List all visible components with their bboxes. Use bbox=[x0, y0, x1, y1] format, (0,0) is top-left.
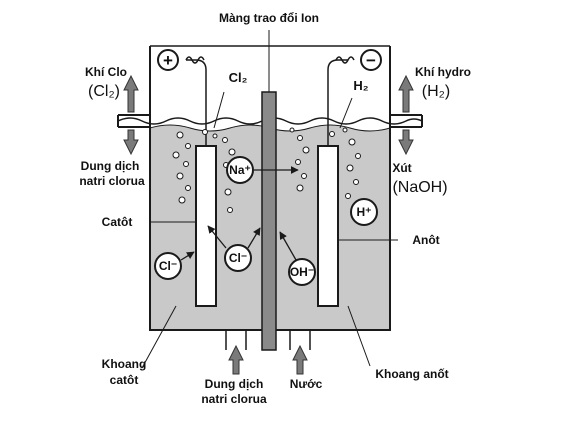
cathode-label: Catôt bbox=[102, 215, 133, 229]
ion-exchange-membrane bbox=[261, 30, 277, 351]
brine-in-label-line1: Dung dịch bbox=[205, 377, 264, 391]
ion-cl-center: Cl⁻ bbox=[224, 244, 252, 272]
cl-center-arrow-up bbox=[247, 227, 261, 249]
hydrogen-gas-label: Khí hydro bbox=[415, 65, 471, 79]
brine-out-label-line1: Dung dịch bbox=[81, 159, 140, 173]
cathode-chamber-label-line2: catôt bbox=[110, 373, 139, 387]
anode-chamber-label: Khoang anốt bbox=[375, 367, 448, 381]
svg-text:Cl⁻: Cl⁻ bbox=[159, 259, 177, 273]
svg-text:H⁺: H⁺ bbox=[357, 205, 372, 219]
leader-lines bbox=[141, 91, 398, 369]
caustic-out-arrow bbox=[398, 129, 414, 156]
chlorine-formula-label: (Cl₂) bbox=[88, 83, 120, 100]
oh-arrow bbox=[279, 231, 297, 261]
negative-wire bbox=[327, 59, 348, 146]
negative-terminal: − bbox=[360, 49, 382, 71]
positive-sign: + bbox=[163, 51, 173, 70]
ion-h: H⁺ bbox=[350, 198, 378, 226]
cl2-electrode-label: Cl₂ bbox=[229, 70, 248, 85]
chlorine-out-arrow bbox=[123, 74, 139, 113]
chlorine-gas-label: Khí Clo bbox=[85, 65, 127, 79]
svg-text:Cl⁻: Cl⁻ bbox=[229, 251, 247, 265]
brine-out-label-line2: natri clorua bbox=[79, 174, 145, 188]
cathode-electrode bbox=[195, 145, 217, 307]
anode-chamber-leader bbox=[347, 305, 371, 367]
cl2-leader bbox=[213, 91, 225, 129]
membrane-label: Màng trao đổi Ion bbox=[219, 11, 319, 25]
water-inlet-pipe bbox=[289, 330, 311, 350]
brine-out-arrow bbox=[123, 129, 139, 156]
cathode-chamber-leader bbox=[141, 305, 177, 369]
brine-in-arrow bbox=[228, 344, 244, 375]
caustic-label: Xút bbox=[392, 161, 411, 175]
brine-inlet-pipe bbox=[225, 330, 247, 350]
svg-text:OH⁻: OH⁻ bbox=[290, 265, 314, 279]
h2-electrode-label: H₂ bbox=[353, 78, 368, 93]
water-label: Nước bbox=[290, 377, 323, 391]
ion-oh: OH⁻ bbox=[288, 258, 316, 286]
h2-leader bbox=[339, 97, 353, 129]
anode-label: Anôt bbox=[412, 233, 439, 247]
cl-left-arrow bbox=[180, 251, 195, 261]
negative-coil bbox=[335, 56, 355, 64]
positive-terminal: + bbox=[157, 49, 179, 71]
negative-sign: − bbox=[366, 51, 376, 70]
positive-wire bbox=[186, 59, 207, 146]
cl-center-arrow-left bbox=[207, 225, 227, 249]
water-in-arrow bbox=[292, 344, 308, 375]
anode-electrode bbox=[317, 145, 339, 307]
svg-text:Na⁺: Na⁺ bbox=[229, 163, 251, 177]
cathode-chamber-label-line1: Khoang bbox=[102, 357, 147, 371]
left-overflow-ledge bbox=[117, 114, 150, 128]
hydrogen-formula-label: (H₂) bbox=[422, 83, 450, 100]
brine-in-label-line2: natri clorua bbox=[201, 392, 267, 406]
ion-cl-left: Cl⁻ bbox=[154, 252, 182, 280]
ion-na: Na⁺ bbox=[226, 156, 254, 184]
caustic-formula-label: (NaOH) bbox=[392, 179, 447, 196]
ion-movement-arrows bbox=[180, 166, 299, 261]
gas-bubbles bbox=[172, 127, 361, 213]
positive-coil bbox=[185, 56, 205, 64]
flow-arrows bbox=[123, 74, 414, 375]
hydrogen-out-arrow bbox=[398, 74, 414, 113]
